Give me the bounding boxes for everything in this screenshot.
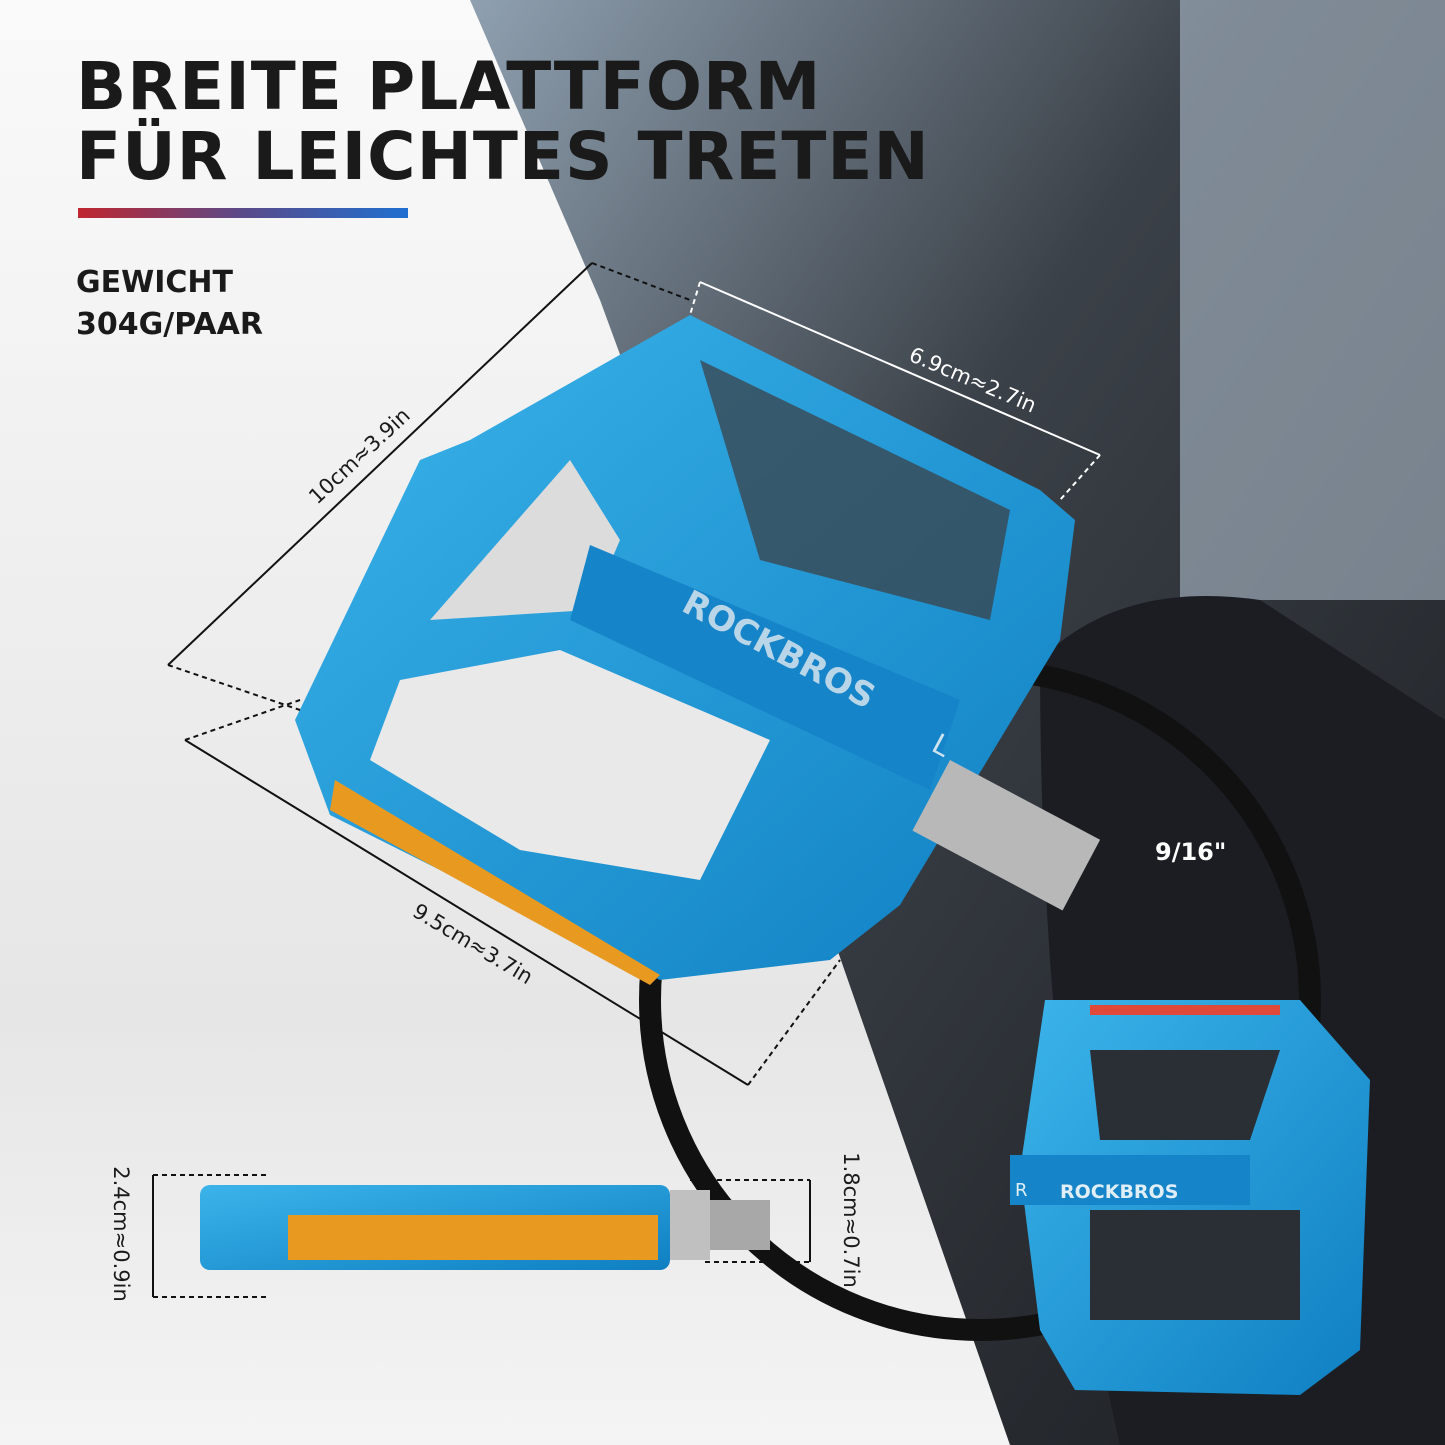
pedal-right-brand: ROCKBROS <box>1060 1181 1178 1203</box>
headline-line-1: BREITE PLATTFORM <box>76 48 822 125</box>
accent-bar <box>78 208 408 218</box>
pedal-side-view <box>200 1185 770 1270</box>
axle <box>912 759 1101 911</box>
pedal-right: R ROCKBROS <box>1010 1000 1370 1395</box>
pedal-main: ROCKBROS L <box>295 315 1101 985</box>
weight-info: GEWICHT 304G/PAAR <box>76 262 263 346</box>
thread-size: 9/16" <box>1155 838 1227 866</box>
dimension-axle-height: 1.8cm≈0.7in <box>838 1152 863 1288</box>
dimension-thickness: 2.4cm≈0.9in <box>108 1166 133 1302</box>
headline: BREITE PLATTFORM FÜR LEICHTES TRETEN <box>76 52 930 192</box>
weight-label: GEWICHT <box>76 265 233 300</box>
weight-value: 304G/PAAR <box>76 307 263 342</box>
pedal-right-mark: R <box>1015 1180 1028 1201</box>
dimension-lines <box>152 262 1101 1298</box>
headline-line-2: FÜR LEICHTES TRETEN <box>76 118 930 195</box>
